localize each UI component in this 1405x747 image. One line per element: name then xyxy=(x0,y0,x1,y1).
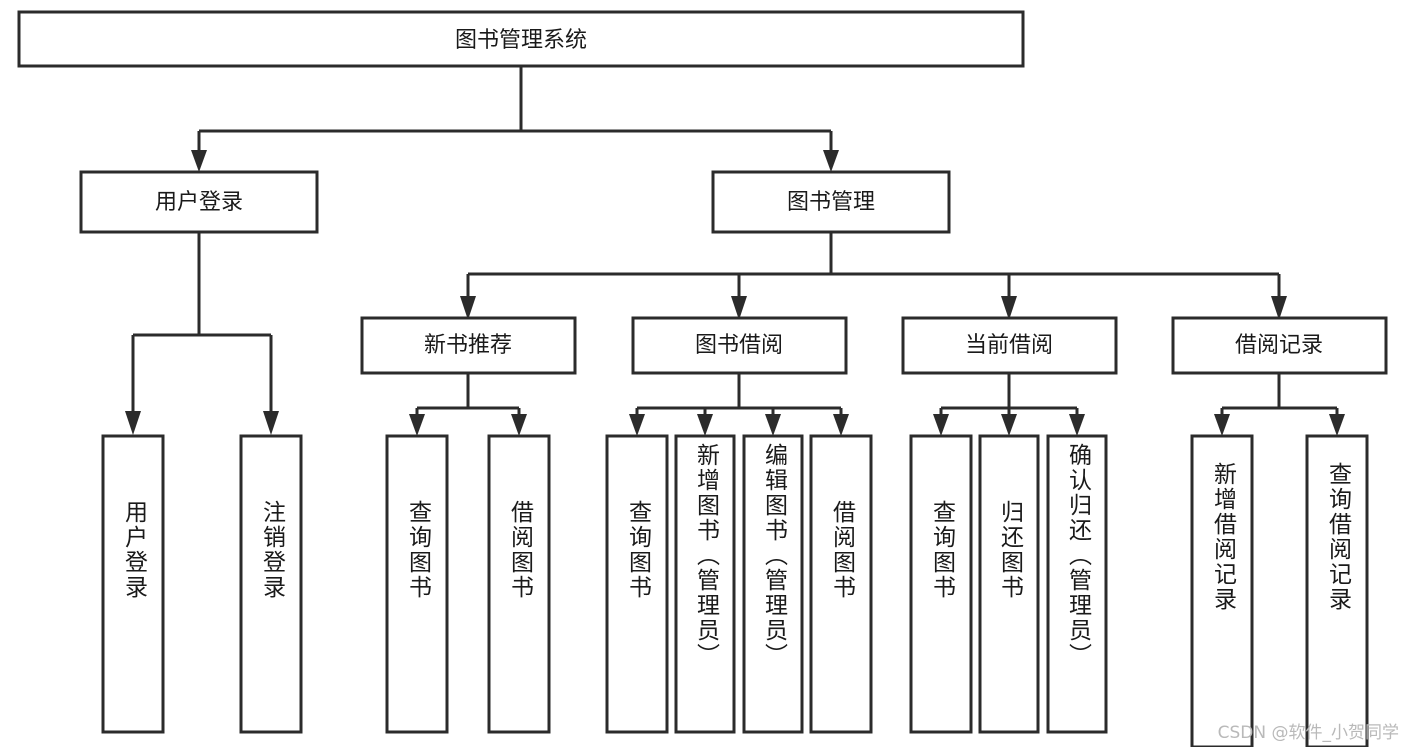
node-book-management[interactable]: 图书管理 xyxy=(711,170,951,234)
node-borrow-record-label: 借阅记录 xyxy=(1235,333,1323,358)
arrow-head-icon xyxy=(833,414,849,436)
leaf-node[interactable] xyxy=(385,434,449,734)
arrow-head-icon xyxy=(1271,296,1287,320)
node-current-borrow-label: 当前借阅 xyxy=(965,333,1053,358)
node-root-label: 图书管理系统 xyxy=(455,28,587,53)
arrow-head-icon xyxy=(191,150,207,172)
arrow-head-icon xyxy=(731,296,747,320)
leaf-node[interactable] xyxy=(1190,434,1254,747)
leaf-node[interactable] xyxy=(809,434,873,734)
leaf-node[interactable] xyxy=(1305,434,1369,747)
arrow-head-icon xyxy=(409,414,425,436)
arrow-head-icon xyxy=(629,414,645,436)
leaf-node[interactable] xyxy=(742,434,804,734)
arrow-head-icon xyxy=(765,414,781,436)
leaf-node[interactable] xyxy=(101,434,165,734)
node-book-management-label: 图书管理 xyxy=(787,190,875,215)
leaf-node[interactable] xyxy=(1046,434,1108,734)
connector-userlogin-to-leaves xyxy=(125,232,279,435)
node-book-borrow[interactable]: 图书借阅 xyxy=(631,316,848,375)
arrow-head-icon xyxy=(1001,414,1017,436)
arrow-head-icon xyxy=(1329,414,1345,436)
node-borrow-record[interactable]: 借阅记录 xyxy=(1171,316,1388,375)
arrow-head-icon xyxy=(933,414,949,436)
arrow-head-icon xyxy=(1001,296,1017,320)
arrow-head-icon xyxy=(1214,414,1230,436)
leaf-node[interactable] xyxy=(909,434,973,734)
leaf-node[interactable] xyxy=(239,434,303,734)
leaf-node[interactable] xyxy=(674,434,736,734)
arrow-head-icon xyxy=(263,411,279,435)
connector-newbook-to-leaves xyxy=(409,373,527,436)
node-root[interactable]: 图书管理系统 xyxy=(17,10,1025,68)
arrow-head-icon xyxy=(125,411,141,435)
node-new-book-recommend-label: 新书推荐 xyxy=(424,333,512,358)
arrow-head-icon xyxy=(460,296,476,320)
node-new-book-recommend[interactable]: 新书推荐 xyxy=(360,316,577,375)
node-user-login[interactable]: 用户登录 xyxy=(79,170,319,234)
connector-root-to-level2 xyxy=(191,66,839,172)
arrow-head-icon xyxy=(1069,414,1085,436)
connector-bookmgmt-to-level3 xyxy=(460,232,1287,320)
leaf-node[interactable] xyxy=(605,434,669,734)
leaf-node[interactable] xyxy=(487,434,551,734)
connector-currentborrow-to-leaves xyxy=(933,373,1085,436)
connector-borrowrecord-to-leaves xyxy=(1214,373,1345,436)
arrow-head-icon xyxy=(697,414,713,436)
connector-bookborrow-to-leaves xyxy=(629,373,849,436)
arrow-head-icon xyxy=(823,150,839,172)
node-user-login-label: 用户登录 xyxy=(155,190,243,215)
leaf-node[interactable] xyxy=(978,434,1040,734)
node-current-borrow[interactable]: 当前借阅 xyxy=(901,316,1118,375)
node-book-borrow-label: 图书借阅 xyxy=(695,333,783,358)
arrow-head-icon xyxy=(511,414,527,436)
